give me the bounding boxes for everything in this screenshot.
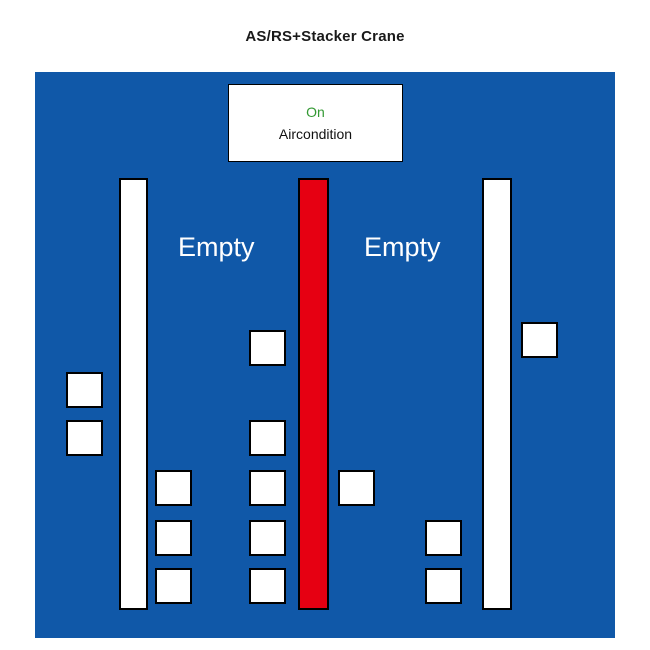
aircondition-status: On (306, 104, 325, 120)
stacker-crane-column (298, 178, 329, 610)
right-rack-column (482, 178, 512, 610)
right-empty-label: Empty (364, 232, 441, 262)
pallet-box (249, 470, 286, 506)
pallet-box (249, 330, 286, 366)
page-title: AS/RS+Stacker Crane (245, 28, 405, 45)
pallet-box (66, 372, 103, 408)
pallet-box (155, 470, 192, 506)
pallet-box (155, 520, 192, 556)
pallet-box (249, 520, 286, 556)
pallet-box (338, 470, 375, 506)
asrs-panel: On Aircondition Empty Empty (35, 72, 615, 638)
pallet-box (155, 568, 192, 604)
pallet-box (249, 568, 286, 604)
pallet-box (521, 322, 558, 358)
aircondition-label: Aircondition (278, 126, 353, 142)
pallet-box (425, 568, 462, 604)
left-empty-label: Empty (178, 232, 255, 262)
pallet-box (425, 520, 462, 556)
pallet-box (66, 420, 103, 456)
pallet-box (249, 420, 286, 456)
left-rack-column (119, 178, 148, 610)
aircondition-box[interactable]: On Aircondition (228, 84, 403, 162)
